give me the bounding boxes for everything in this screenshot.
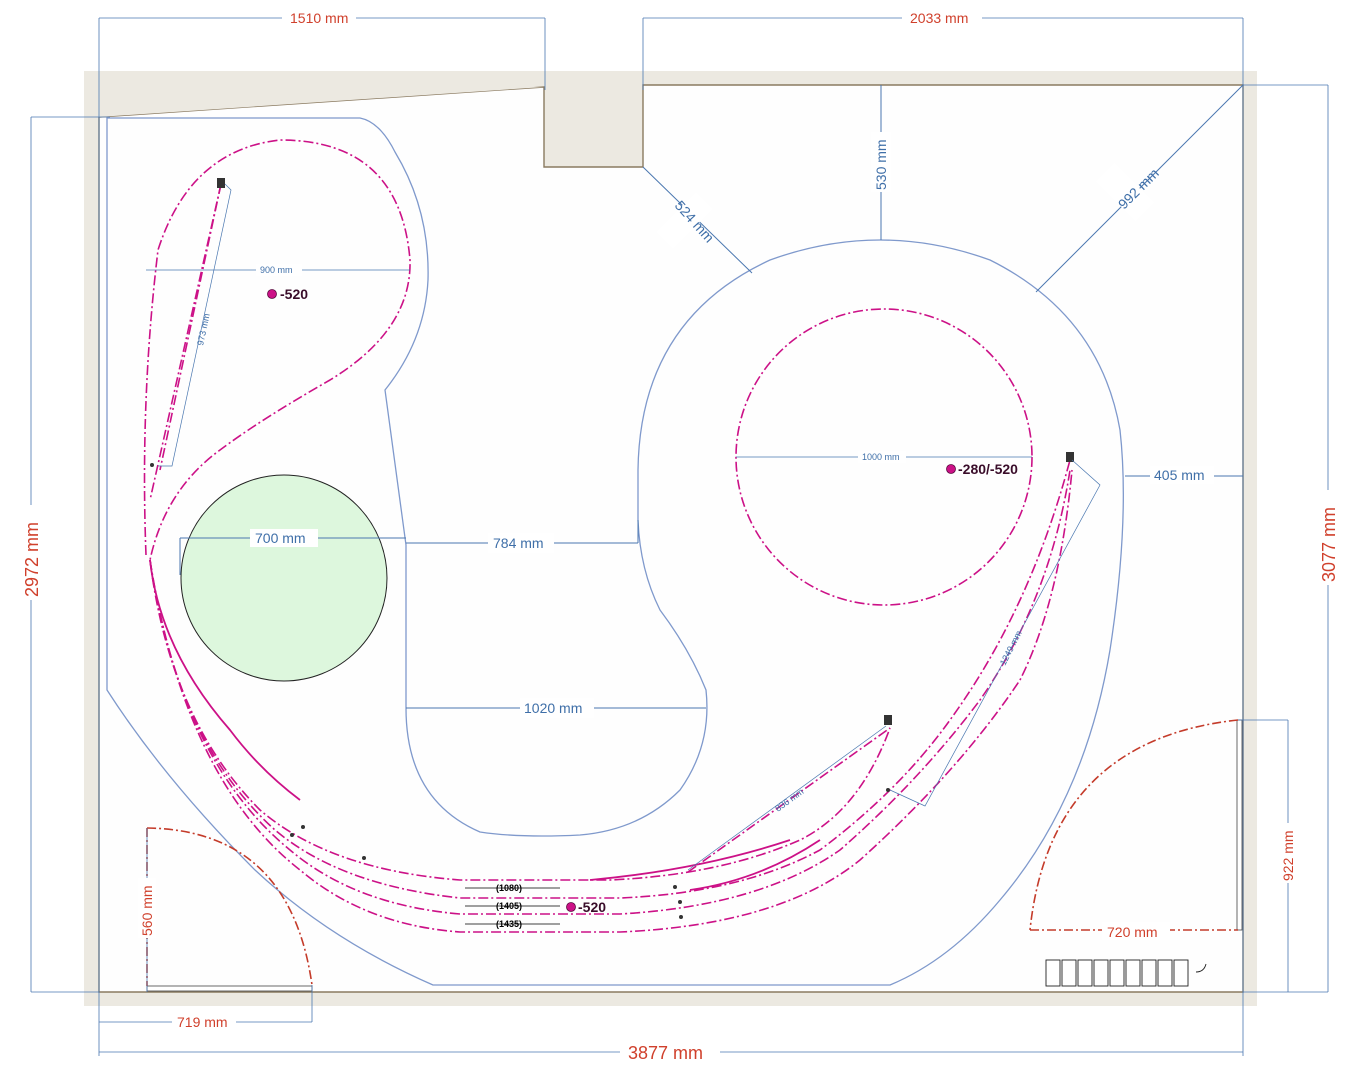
siding-arrows bbox=[465, 887, 560, 925]
height-right-loop: -280/-520 bbox=[958, 461, 1018, 477]
clearance-784: 784 mm bbox=[493, 535, 544, 551]
height-dot-upper-left bbox=[267, 289, 277, 299]
siding-1435: (1435) bbox=[496, 919, 522, 929]
radiator bbox=[1045, 959, 1207, 987]
obstacle-diameter-label: 700 mm bbox=[255, 530, 306, 546]
obstacle-circle bbox=[180, 474, 388, 682]
track-stop-markers bbox=[150, 178, 1074, 919]
dim-top-right-width: 2033 mm bbox=[910, 10, 968, 26]
dim-door-left-height: 560 mm bbox=[139, 885, 155, 936]
dim-door-right-height: 922 mm bbox=[1280, 830, 1296, 881]
dim-door-right-width: 720 mm bbox=[1107, 924, 1158, 940]
clearance-530: 530 mm bbox=[873, 139, 889, 190]
dim-right-height: 3077 mm bbox=[1319, 507, 1339, 582]
height-bottom: -520 bbox=[578, 899, 606, 915]
track-main bbox=[149, 459, 1073, 933]
clearance-1020: 1020 mm bbox=[524, 700, 582, 716]
loop-right-diameter-label: 1000 mm bbox=[862, 452, 900, 462]
baseboard-outline bbox=[106, 117, 1124, 986]
dim-total-width: 3877 mm bbox=[628, 1043, 703, 1063]
siding-1080: (1080) bbox=[496, 883, 522, 893]
height-dot-right bbox=[946, 464, 956, 474]
height-markers bbox=[267, 289, 956, 912]
height-dot-bottom bbox=[566, 902, 576, 912]
top-wall-wedge bbox=[99, 87, 544, 117]
dim-left-height: 2972 mm bbox=[22, 522, 42, 597]
clearance-405: 405 mm bbox=[1154, 467, 1205, 483]
dim-door-left-width: 719 mm bbox=[177, 1014, 228, 1030]
track-upper-left-loop bbox=[143, 139, 411, 561]
loop-left-diameter-label: 900 mm bbox=[260, 265, 293, 275]
dim-top-left-width: 1510 mm bbox=[290, 10, 348, 26]
siding-1405: (1405) bbox=[496, 901, 522, 911]
height-upper-left: -520 bbox=[280, 286, 308, 302]
